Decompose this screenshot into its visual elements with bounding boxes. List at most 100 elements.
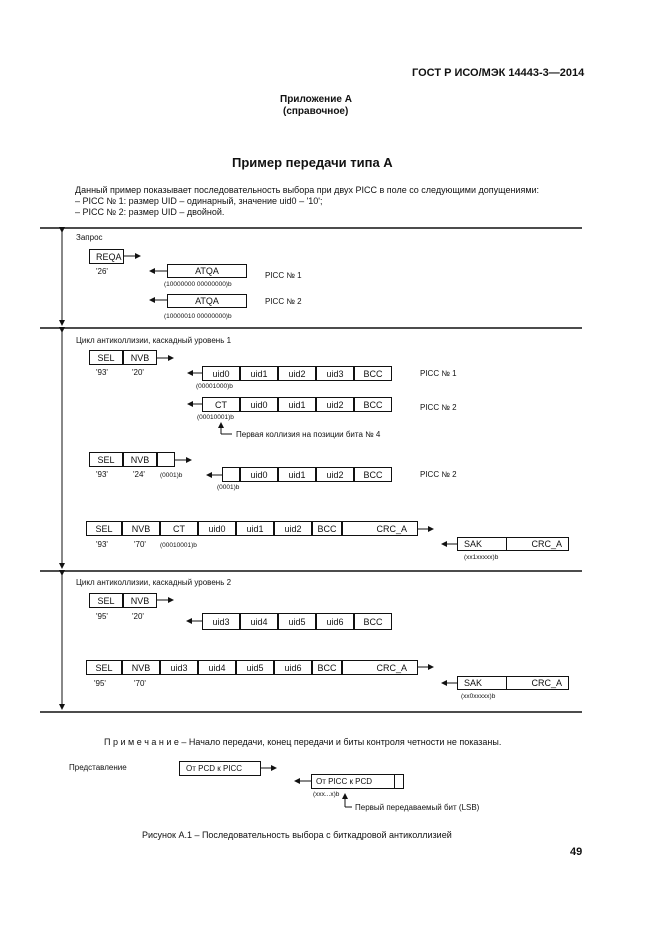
field-label: BCC [363,616,383,627]
resp3-picc: PICC № 2 [420,470,457,479]
note-text: П р и м е ч а н и е – Начало передачи, к… [104,737,502,747]
select-sel-value: '93' [96,540,108,549]
section-title: Пример передачи типа А [232,155,393,170]
field-label: CRC_A [376,523,407,534]
resp-field: uid6 [316,613,354,630]
appendix-title: Приложение А [280,94,352,105]
sel-label: SEL [97,454,115,465]
nvb-partial-field [157,452,175,467]
resp-field: uid5 [278,613,316,630]
collision-note: Первая коллизия на позиции бита № 4 [236,430,381,439]
field-label: uid3 [326,368,344,379]
request-label: Запрос [76,233,103,242]
nvb-label: NVB [130,352,150,363]
resp-field: uid3 [202,613,240,630]
select-field: NVB [122,660,160,675]
field-label: uid3 [212,616,230,627]
nvb-field: NVB [123,452,157,467]
resp3-field: uid2 [316,467,354,482]
select-field: uid3 [160,660,198,675]
field-label: BCC [363,469,383,480]
resp3-field: uid0 [240,467,278,482]
sak-bits: (xx1xxxxx)b [464,554,499,561]
page-number: 49 [570,846,583,858]
assumption-2: – PICC № 2: размер UID – двойной. [75,207,225,217]
field-label: SEL [95,662,113,673]
sak-bits: (xx0xxxxx)b [461,693,496,700]
select-nvb-value: '70' [134,679,146,688]
sel-value: '95' [96,612,108,621]
reqa-frame: REQA [89,249,124,264]
select-field: NVB [122,521,160,536]
field-label: uid4 [208,662,226,673]
select-field: BCC [312,660,342,675]
nvb-value: '20' [132,368,144,377]
atqa-label: ATQA [195,296,219,306]
nvb-label: NVB [130,595,150,606]
nvb-label: NVB [130,454,150,465]
resp1-field: uid1 [240,366,278,381]
resp1-bits: (00001000)b [196,383,233,390]
resp2-bits: (00010001)b [197,414,234,421]
resp-field: uid4 [240,613,278,630]
field-label: CT [215,399,227,410]
field-label: uid0 [208,523,226,534]
crc-label: CRC_A [531,678,562,688]
legend-label: Представление [69,763,127,772]
resp1-field: uid2 [278,366,316,381]
atqa-bits-picc1: (10000000 00000000)b [164,281,232,288]
field-label: uid0 [212,368,230,379]
atqa-frame-picc2: ATQA [167,294,247,308]
reqa-label: REQA [96,251,122,262]
atqa-bits-picc2: (10000010 00000000)b [164,313,232,320]
resp1-field: uid3 [316,366,354,381]
resp3-partial-field [222,467,240,482]
select-field: uid4 [198,660,236,675]
field-label: uid5 [246,662,264,673]
select-ct-bits: (00010001)b [160,542,197,549]
select-field: CT [160,521,198,536]
field-label: BCC [317,523,337,534]
select-field: CRC_A [342,660,418,675]
select-nvb-value: '70' [134,540,146,549]
field-label: uid2 [326,399,344,410]
figure-caption: Рисунок А.1 – Последовательность выбора … [142,830,452,840]
field-label: CRC_A [376,662,407,673]
nvb-field: NVB [123,593,157,608]
sel-label: SEL [97,595,115,606]
resp1-picc: PICC № 1 [420,369,457,378]
field-label: BCC [363,368,383,379]
level1-label: Цикл антиколлизии, каскадный уровень 1 [76,336,232,345]
nvb-value: '20' [132,612,144,621]
resp3-field: uid1 [278,467,316,482]
legend-picc-frame: От PICC к PCD [311,774,404,789]
picc2-label: PICC № 2 [265,297,302,306]
field-label: uid1 [246,523,264,534]
level2-label: Цикл антиколлизии, каскадный уровень 2 [76,578,232,587]
select-sel-value: '95' [94,679,106,688]
legend-pcd-label: От PCD к PICC [186,764,243,773]
resp2-field: uid1 [278,397,316,412]
field-label: CT [173,523,185,534]
select-field: SEL [86,521,122,536]
field-label: uid3 [170,662,188,673]
field-label: uid2 [326,469,344,480]
standard-header: ГОСТ Р ИСО/МЭК 14443-3—2014 [412,67,585,79]
atqa-label: ATQA [195,266,219,276]
sak-frame: SAK CRC_A [457,676,569,690]
select-field: uid0 [198,521,236,536]
nvb-field: NVB [123,350,157,365]
atqa-frame-picc1: ATQA [167,264,247,278]
select-field: uid5 [236,660,274,675]
intro-text: Данный пример показывает последовательно… [75,185,540,195]
select-field: BCC [312,521,342,536]
field-label: BCC [363,399,383,410]
legend-bits: (xxx...x)b [313,791,340,798]
nvb-value: '24' [133,470,145,479]
sel-field: SEL [89,452,123,467]
field-label: uid6 [284,662,302,673]
sak-frame: SAK CRC_A [457,537,569,551]
sak-label: SAK [464,539,483,549]
resp1-field: uid0 [202,366,240,381]
